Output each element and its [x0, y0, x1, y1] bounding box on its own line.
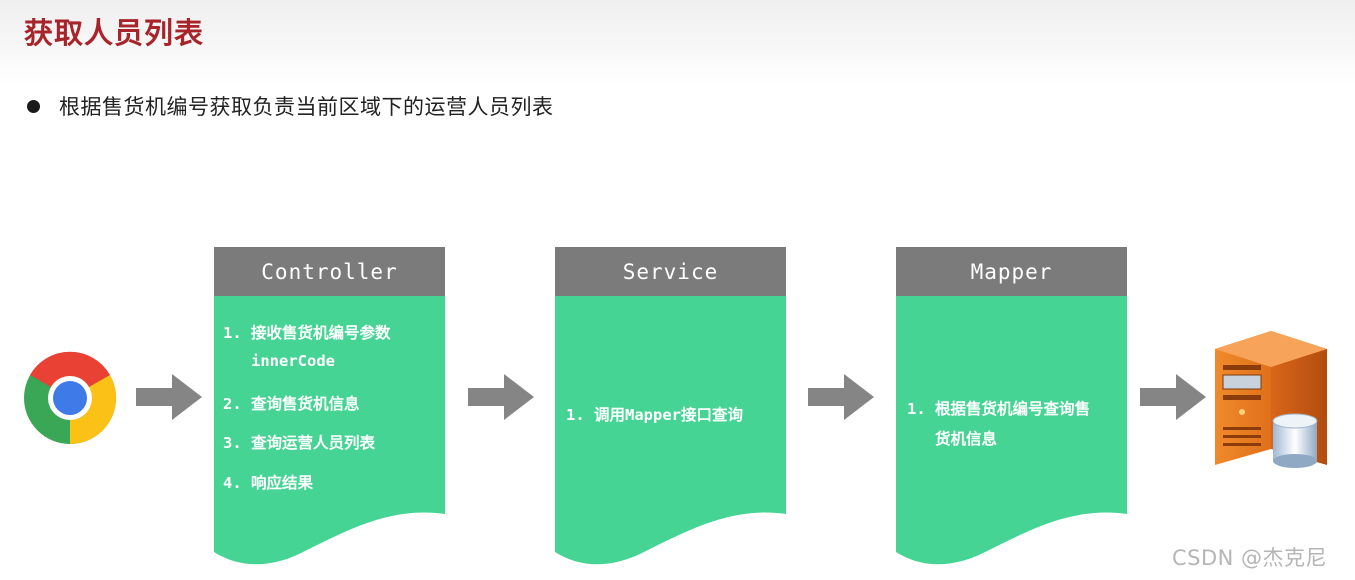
controller-step-1-cont: innerCode: [251, 352, 335, 370]
bullet-text: 根据售货机编号获取负责当前区域下的运营人员列表: [59, 95, 554, 119]
flow-arrow-4: [1140, 374, 1206, 420]
controller-step-3: 3.查询运营人员列表: [223, 434, 376, 452]
csdn-watermark: CSDN @杰克尼: [1172, 546, 1328, 570]
controller-step-4: 4.响应结果: [223, 474, 314, 492]
controller-card: Controller 1.接收售货机编号参数 innerCode 2.查询售货机…: [214, 247, 445, 572]
controller-step-2: 2.查询售货机信息: [223, 395, 360, 413]
chrome-browser-icon: [24, 351, 117, 445]
mapper-step-1-cont: 货机信息: [935, 430, 998, 448]
service-card-header: Service: [555, 247, 786, 296]
service-card-body: [555, 296, 786, 565]
mapper-card-body: [896, 296, 1127, 565]
flow-arrow-1: [136, 374, 202, 420]
bullet-dot: [27, 100, 40, 113]
controller-card-body: [214, 296, 445, 565]
service-card: Service 1.调用Mapper接口查询: [555, 247, 786, 572]
controller-step-1: 1.接收售货机编号参数: [223, 324, 391, 342]
database-server-icon: [1215, 331, 1327, 468]
flow-arrow-2: [468, 374, 534, 420]
title-band: [0, 0, 1355, 84]
flow-arrow-3: [808, 374, 874, 420]
mapper-step-1: 1.根据售货机编号查询售: [907, 400, 1091, 418]
page-title: 获取人员列表: [24, 16, 205, 50]
mapper-card-header: Mapper: [896, 247, 1127, 296]
mapper-card: Mapper 1.根据售货机编号查询售 货机信息: [896, 247, 1127, 572]
service-step-1: 1.调用Mapper接口查询: [566, 406, 743, 424]
controller-card-header: Controller: [214, 247, 445, 296]
